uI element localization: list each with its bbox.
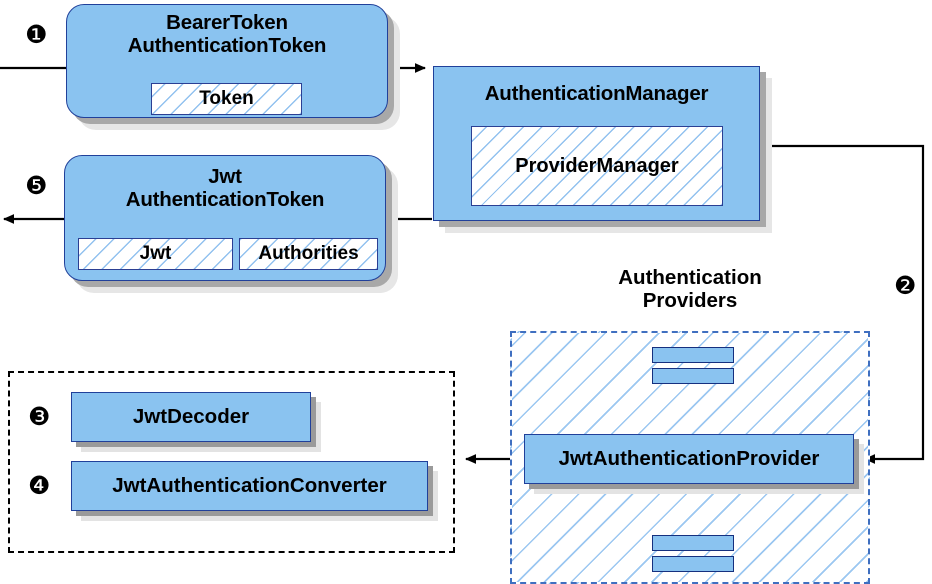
step-badge-5: ❺ bbox=[25, 171, 48, 200]
step-badge-4: ❹ bbox=[28, 471, 51, 500]
authentication-providers-label-line1: Authentication bbox=[618, 266, 762, 289]
jwt-decoder-label: JwtDecoder bbox=[132, 405, 250, 428]
provider-bar-top-2 bbox=[652, 368, 734, 384]
provider-manager-label: ProviderManager bbox=[515, 154, 679, 177]
node-jwt-authentication-provider[interactable]: JwtAuthenticationProvider bbox=[524, 434, 854, 484]
jwt-token-title: Jwt AuthenticationToken bbox=[125, 165, 325, 212]
bearer-token-field-token-label: Token bbox=[199, 88, 254, 109]
jwt-token-field-authorities[interactable]: Authorities bbox=[239, 238, 378, 270]
authentication-manager-field-provider-manager[interactable]: ProviderManager bbox=[471, 126, 723, 206]
provider-bar-bottom-1 bbox=[652, 535, 734, 551]
jwt-authentication-provider-label: JwtAuthenticationProvider bbox=[558, 447, 820, 470]
jwt-token-field-jwt[interactable]: Jwt bbox=[78, 238, 233, 270]
step-badge-1: ❶ bbox=[25, 20, 48, 49]
jwt-token-title-line1: Jwt bbox=[208, 165, 242, 188]
node-jwt-authentication-converter[interactable]: JwtAuthenticationConverter bbox=[71, 461, 428, 511]
node-bearer-token-authentication-token[interactable]: BearerToken AuthenticationToken Token bbox=[66, 4, 388, 118]
authentication-providers-label-line2: Providers bbox=[642, 289, 738, 313]
authentication-manager-title: AuthenticationManager bbox=[484, 82, 709, 106]
jwt-authentication-converter-label: JwtAuthenticationConverter bbox=[112, 474, 387, 497]
jwt-token-field-jwt-label: Jwt bbox=[139, 243, 172, 264]
provider-bar-bottom-2 bbox=[652, 556, 734, 572]
authentication-manager-title-label: AuthenticationManager bbox=[484, 82, 709, 105]
jwt-token-title-line2: AuthenticationToken bbox=[125, 187, 325, 211]
group-jwt-support bbox=[8, 371, 455, 553]
bearer-token-title-line2: AuthenticationToken bbox=[127, 33, 327, 57]
node-authentication-manager[interactable]: AuthenticationManager ProviderManager bbox=[433, 66, 760, 221]
bearer-token-title-line1: BearerToken bbox=[166, 11, 288, 34]
bearer-token-field-token[interactable]: Token bbox=[151, 83, 302, 115]
node-jwt-authentication-token[interactable]: Jwt AuthenticationToken Jwt Authorities bbox=[64, 155, 386, 281]
step-badge-2: ❷ bbox=[894, 271, 917, 300]
authentication-providers-label: Authentication Providers bbox=[560, 266, 820, 313]
provider-bar-top-1 bbox=[652, 347, 734, 363]
step-badge-3: ❸ bbox=[28, 402, 51, 431]
jwt-token-field-authorities-label: Authorities bbox=[258, 243, 359, 264]
bearer-token-title: BearerToken AuthenticationToken bbox=[127, 11, 327, 58]
node-jwt-decoder[interactable]: JwtDecoder bbox=[71, 392, 311, 442]
